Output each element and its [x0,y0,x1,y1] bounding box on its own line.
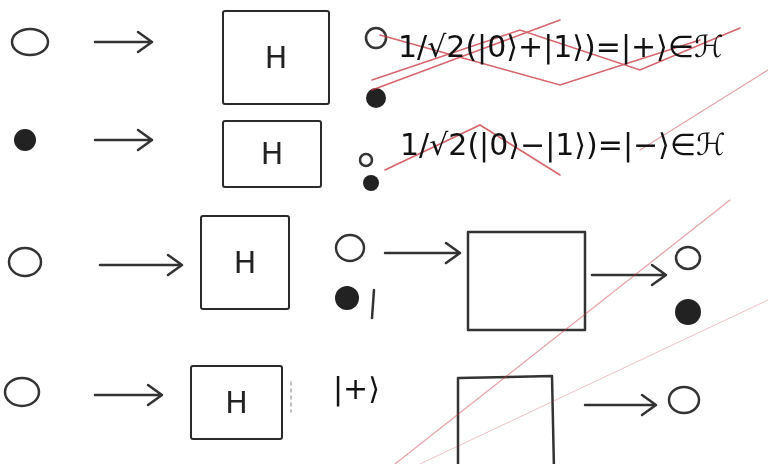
qubit-zero [676,247,700,269]
strike-line [420,300,768,464]
gate-box: H [222,10,330,105]
arrow [592,265,666,285]
qubit-one [335,286,359,310]
gate-label: H [261,139,284,169]
qubit-zero [669,387,699,413]
qubit-one [366,88,386,108]
qubit-zero [5,378,39,406]
empty-gate [468,232,585,330]
arrow [100,255,182,275]
qubit-zero [366,28,386,48]
qubit-zero [360,154,372,166]
formula: 1/√2(|0⟩−|1⟩)=|−⟩∈ℋ [400,127,726,162]
strike-out [372,28,740,80]
arrow [95,130,152,150]
arrow [585,395,656,415]
qubit-zero [9,248,41,276]
stroke [372,290,374,318]
arrow [385,243,460,263]
stroke [290,382,292,412]
empty-gate [458,376,554,464]
qubit-zero [12,29,48,55]
qubit-one [14,129,36,151]
gate-label: H [265,43,288,73]
strike-line [395,200,730,464]
gate-box: H [190,365,283,440]
qubit-zero [336,235,364,261]
arrow [95,385,162,405]
qubit-one [675,299,701,325]
gate-box: H [200,215,290,310]
gate-label: H [234,248,257,278]
arrow [95,32,152,52]
qubit-one [363,175,379,191]
gate-label: H [225,388,248,418]
formula: |+⟩ [333,371,380,406]
formula: 1/√2(|0⟩+|1⟩)=|+⟩∈ℋ [398,29,724,64]
gate-box: H [222,120,322,188]
